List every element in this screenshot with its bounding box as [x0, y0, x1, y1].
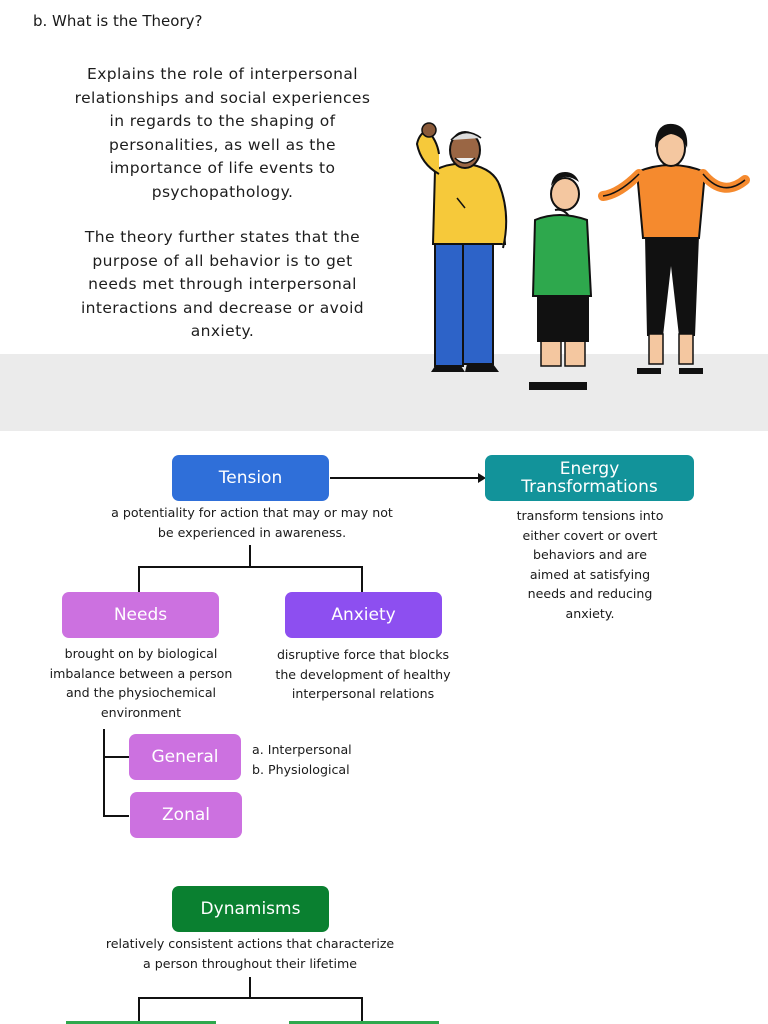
dynamisms-left-drop [138, 997, 140, 1024]
energy-transformations-box: Energy Transformations [485, 455, 694, 501]
energy-label-line: Energy [559, 459, 620, 479]
zonal-box: Zonal [130, 792, 242, 838]
intro-line: relationships and social experiences [74, 88, 371, 107]
desc-line: b. Physiological [252, 761, 350, 777]
old-man-figure [415, 122, 508, 372]
dynamisms-right-drop [361, 997, 363, 1024]
desc-line: and the physiochemical [65, 685, 217, 700]
cut-off-box-right [289, 1021, 439, 1024]
cut-off-box-left [66, 1021, 216, 1024]
anxiety-branch-drop [361, 566, 363, 592]
dynamisms-box: Dynamisms [172, 886, 329, 932]
desc-line: interpersonal relations [291, 686, 435, 701]
dynamisms-branch-bar [138, 997, 363, 999]
intro-line: personalities, as well as the [109, 135, 336, 154]
theory-line: The theory further states that the [84, 228, 361, 246]
needs-branch-drop [138, 566, 140, 592]
intro-paragraph: Explains the role of interpersonal relat… [55, 63, 390, 204]
energy-description: transform tensions into either covert or… [495, 506, 685, 623]
desc-line: the development of healthy [275, 666, 451, 682]
desc-line: imbalance between a person [49, 665, 233, 681]
intro-line: in regards to the shaping of [109, 112, 336, 130]
intro-line: psychopathology. [151, 182, 294, 201]
needs-description: brought on by biological imbalance betwe… [36, 644, 246, 722]
general-description: a. Interpersonal b. Physiological [252, 740, 392, 779]
desc-line: anxiety. [565, 605, 615, 621]
desc-line: aimed at satisfying [529, 566, 651, 582]
needs-sub-stem [103, 729, 105, 816]
anxiety-box: Anxiety [285, 592, 442, 638]
energy-label-line: Transformations [521, 477, 658, 497]
intro-line: Explains the role of interpersonal [87, 65, 358, 83]
arrow-head-icon [478, 473, 486, 483]
desc-line: needs and reducing [527, 586, 653, 601]
theory-line: purpose of all behavior is to get [92, 251, 353, 270]
desc-line: disruptive force that blocks [276, 647, 450, 662]
desc-line: either covert or overt [522, 527, 658, 543]
desc-line: environment [100, 704, 182, 720]
desc-line: transform tensions into [516, 508, 664, 523]
tension-to-energy-arrow [330, 477, 480, 479]
theory-line: interactions and decrease or avoid [80, 298, 365, 317]
tension-box: Tension [172, 455, 329, 501]
desc-line: behaviors and are [533, 547, 647, 562]
general-connector [103, 756, 129, 758]
desc-line: be experienced in awareness. [157, 524, 347, 540]
desc-line: brought on by biological [64, 646, 218, 661]
anxiety-description: disruptive force that blocks the develop… [258, 645, 468, 704]
gray-band [0, 354, 768, 431]
dynamisms-description: relatively consistent actions that chara… [80, 934, 420, 973]
theory-line: anxiety. [190, 322, 255, 340]
section-heading: b. What is the Theory? [33, 12, 203, 30]
intro-line: importance of life events to [109, 159, 336, 177]
needs-box: Needs [62, 592, 219, 638]
family-people-illustration [415, 122, 750, 390]
desc-line: a potentiality for action that may or ma… [111, 505, 393, 520]
woman-figure [598, 123, 750, 374]
theory-line: needs met through interpersonal [88, 275, 357, 293]
theory-paragraph: The theory further states that the purpo… [55, 226, 390, 344]
tension-branch-stem [249, 545, 251, 567]
tension-description: a potentiality for action that may or ma… [92, 503, 412, 542]
tension-branch-bar [138, 566, 363, 568]
desc-line: a. Interpersonal [252, 742, 352, 757]
zonal-connector [103, 815, 129, 817]
desc-line: relatively consistent actions that chara… [105, 936, 395, 951]
desc-line: a person throughout their lifetime [143, 955, 357, 971]
general-box: General [129, 734, 241, 780]
boy-figure [529, 172, 593, 390]
dynamisms-branch-stem [249, 977, 251, 998]
